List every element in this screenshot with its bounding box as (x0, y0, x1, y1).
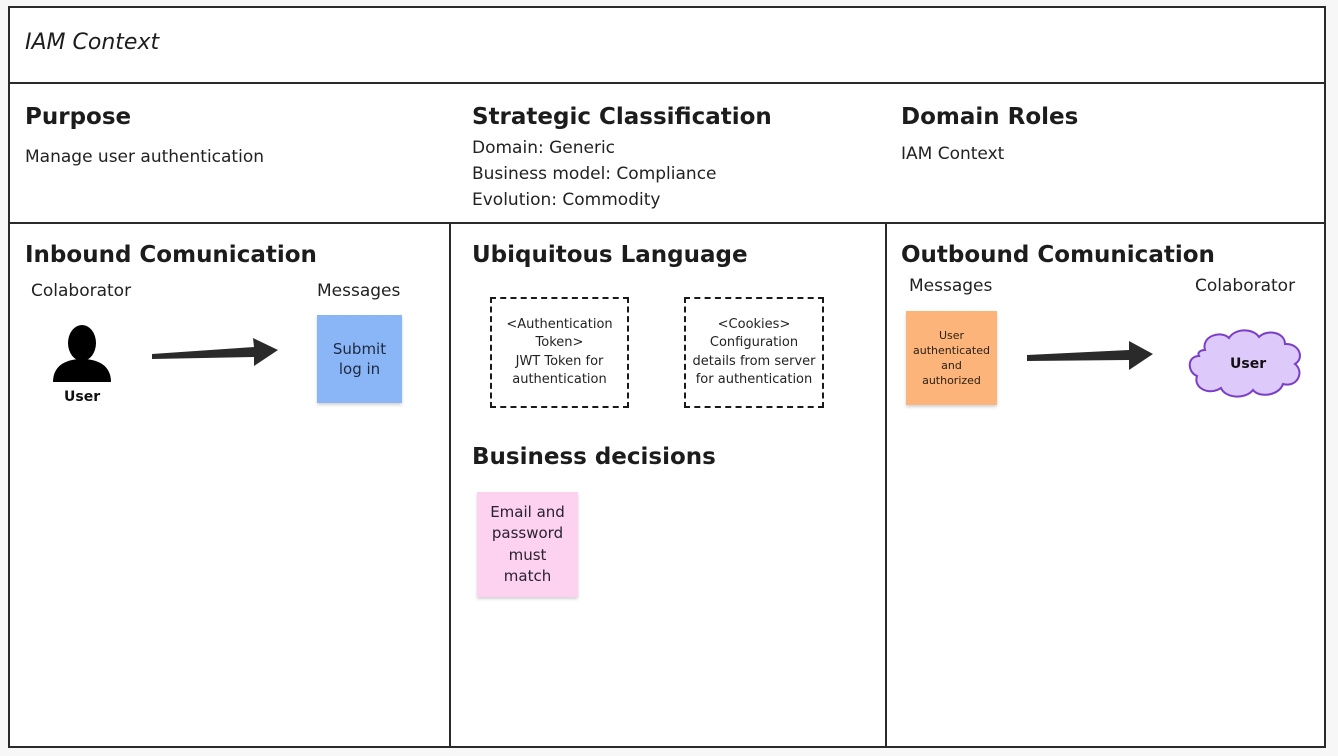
bounded-context-canvas (8, 6, 1326, 748)
divider-col-1 (449, 222, 451, 748)
inbound-message-note: Submit log in (317, 315, 402, 403)
divider-col-2 (885, 222, 887, 748)
term-2-line-3: details from server (692, 353, 816, 369)
term-1-line-4: authentication (512, 372, 607, 387)
inbound-messages-label: Messages (317, 281, 401, 301)
outbound-message-line-3: and (941, 359, 962, 372)
outbound-arrow-icon (1027, 341, 1153, 370)
outbound-message-line-4: authorized (922, 374, 981, 387)
outbound-message-line-1: User (938, 329, 965, 342)
divider-top-row (8, 222, 1326, 224)
decision-line-2: password (491, 524, 564, 542)
term-1-line-3: JWT Token for (515, 353, 604, 369)
outbound-messages-label: Messages (909, 276, 993, 296)
classification-business-model: Business model: Compliance (472, 164, 717, 184)
cloud-icon (1188, 329, 1301, 398)
term-1-line-1: <Authentication (506, 316, 613, 332)
strategic-classification-heading: Strategic Classification (472, 104, 772, 130)
term-2-line-2: Configuration (709, 335, 799, 350)
business-decision-note: Email and password must match (477, 492, 578, 597)
strategic-classification-list: Domain: Generic Business model: Complian… (472, 135, 717, 213)
term-cookies: <Cookies> Configuration details from ser… (684, 297, 824, 408)
term-1-line-2: Token> (535, 335, 584, 350)
inbound-collaborator-label: Colaborator (31, 281, 132, 301)
inbound-heading: Inbound Comunication (25, 242, 317, 268)
domain-roles-text: IAM Context (901, 144, 1005, 164)
purpose-heading: Purpose (25, 104, 132, 130)
purpose-text: Manage user authentication (25, 147, 264, 167)
inbound-arrow-icon (152, 338, 278, 366)
inbound-collaborator-name: User (64, 389, 101, 405)
person-icon (53, 325, 111, 382)
classification-domain: Domain: Generic (472, 138, 616, 158)
ubiquitous-language-heading: Ubiquitous Language (472, 242, 748, 268)
outbound-collaborator-name: User (1230, 356, 1267, 372)
inbound-message-line-1: Submit (332, 340, 387, 358)
decision-line-4: match (503, 567, 552, 585)
term-2-line-1: <Cookies> (717, 316, 791, 332)
business-decisions-heading: Business decisions (472, 444, 716, 470)
outbound-heading: Outbound Comunication (901, 242, 1215, 268)
outbound-message-line-2: authenticated (913, 344, 990, 357)
outbound-collaborator-label: Colaborator (1195, 276, 1296, 296)
term-2-line-4: for authentication (695, 372, 813, 387)
classification-evolution: Evolution: Commodity (472, 190, 661, 210)
divider-title (8, 82, 1326, 84)
outbound-message-note: User authenticated and authorized (906, 311, 997, 405)
decision-line-1: Email and (490, 502, 565, 521)
domain-roles-heading: Domain Roles (901, 104, 1079, 130)
canvas-title: IAM Context (25, 30, 160, 55)
inbound-message-line-2: log in (338, 360, 381, 378)
term-authentication-token: <Authentication Token> JWT Token for aut… (490, 297, 629, 408)
decision-line-3: must (508, 545, 547, 564)
